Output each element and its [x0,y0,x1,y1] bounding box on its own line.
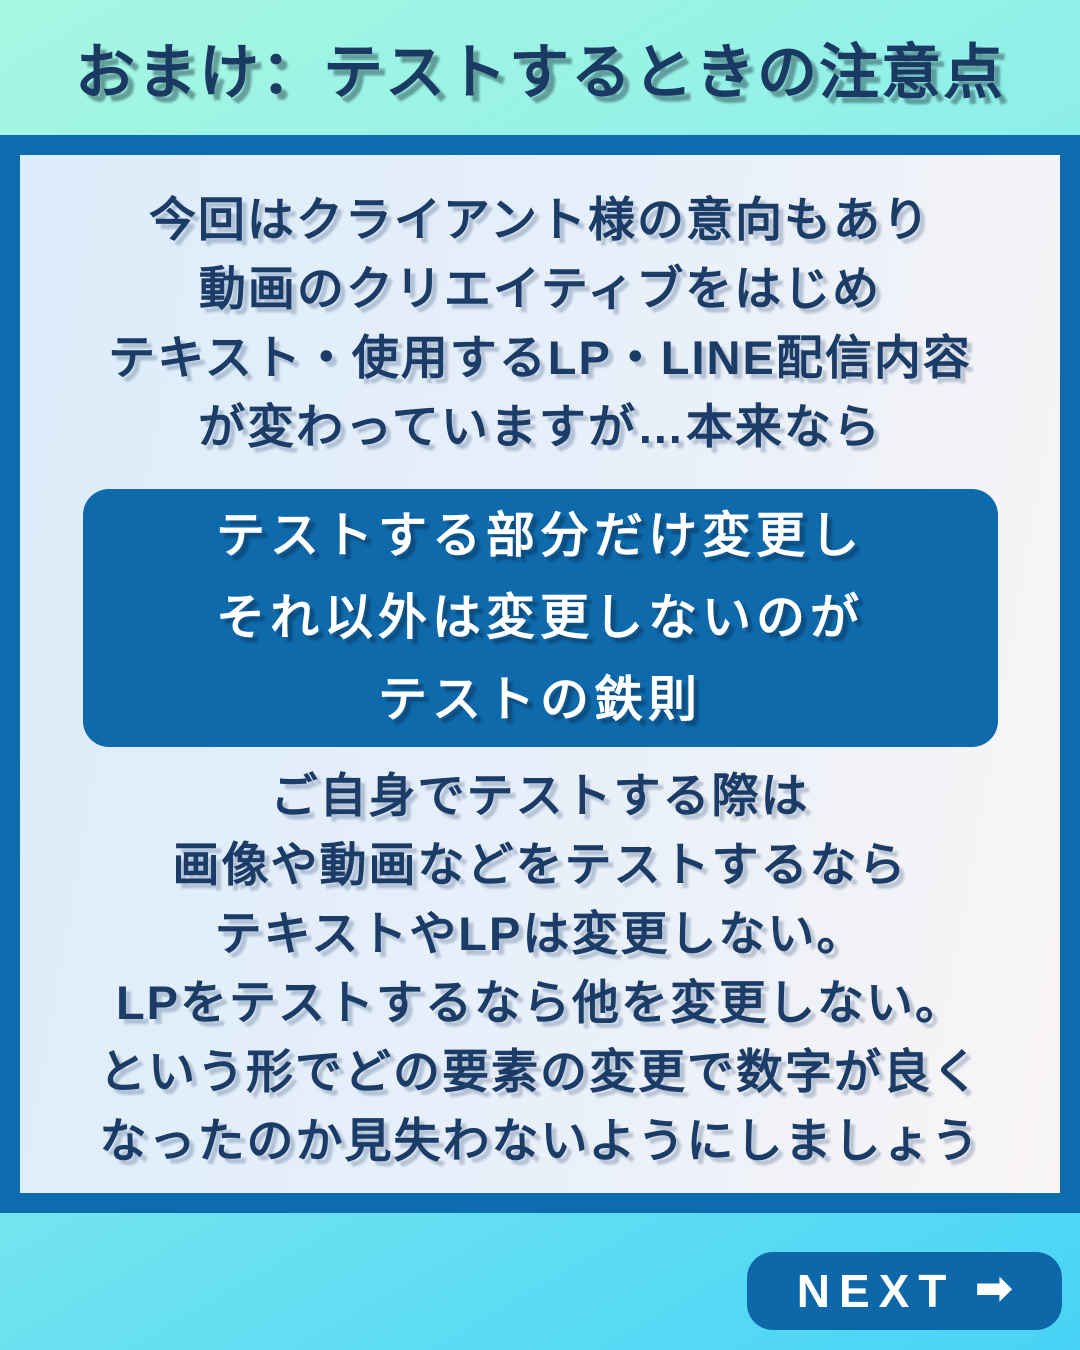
detail-line: 画像や動画などをテストするなら [172,838,908,891]
page-title: おまけ：テストするときの注意点 [75,39,1005,106]
highlight-line: それ以外は変更しないのが [215,591,864,645]
intro-paragraph: 今回はクライアント様の意向もあり 動画のクリエイティブをはじめ テキスト・使用す… [108,185,972,461]
highlight-line: テストの鉄則 [377,673,702,727]
detail-line: ご自身でテストする際は [270,769,810,822]
intro-line: 今回はクライアント様の意向もあり [148,193,932,246]
intro-line: が変わっていますが…本来なら [198,400,882,453]
highlight-line: テストする部分だけ変更し [215,509,864,563]
next-button-label: NEXT [796,1265,956,1317]
detail-line: LPをテストするなら他を変更しない。 [115,976,965,1029]
detail-line: なったのか見失わないようにしましょう [99,1114,981,1167]
detail-paragraph: ご自身でテストする際は 画像や動画などをテストするなら テキストやLPは変更しな… [99,761,981,1175]
intro-line: テキスト・使用するLP・LINE配信内容 [108,331,972,384]
content-card: 今回はクライアント様の意向もあり 動画のクリエイティブをはじめ テキスト・使用す… [0,135,1080,1213]
arrow-right-icon: ➡ [975,1264,1013,1313]
detail-line: テキストやLPは変更しない。 [214,907,866,960]
next-button[interactable]: NEXT ➡ [747,1252,1062,1330]
highlight-box: テストする部分だけ変更し それ以外は変更しないのが テストの鉄則 [82,489,998,747]
intro-line: 動画のクリエイティブをはじめ [198,262,882,315]
detail-line: という形でどの要素の変更で数字が良く [99,1045,981,1098]
